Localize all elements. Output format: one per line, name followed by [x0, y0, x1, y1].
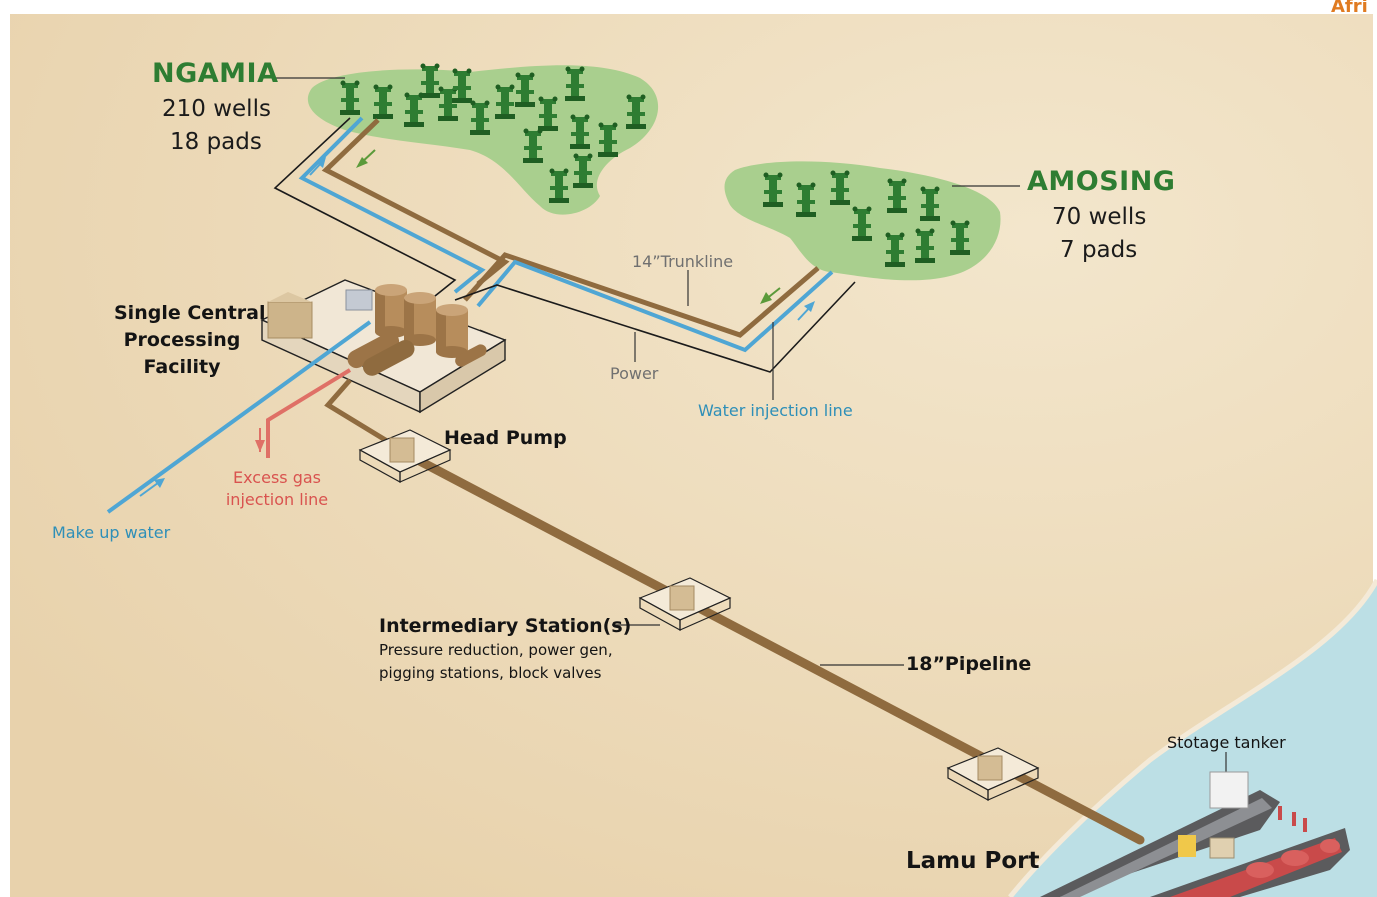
- excess-gas-line-2: injection line: [225, 490, 329, 510]
- excess-gas-label: Excess gas injection line: [224, 468, 330, 509]
- cpf-label: Single Central Processing Facility: [114, 302, 266, 378]
- corner-fragment-text: Afri: [1331, 0, 1368, 17]
- excess-gas-line-1: Excess gas: [233, 468, 321, 487]
- water-injection-label: Water injection line: [698, 401, 853, 420]
- amosing-wells-count: 70 wells: [1052, 204, 1147, 230]
- lamu-port-label: Lamu Port: [906, 848, 1040, 874]
- ngamia-field: [307, 65, 659, 215]
- shoreline: [1008, 578, 1377, 897]
- power-label: Power: [610, 364, 659, 383]
- amosing-pads-count: 7 pads: [1060, 237, 1138, 263]
- ngamia-wells-count: 210 wells: [162, 96, 271, 122]
- storage-tanker: [1040, 771, 1350, 897]
- head-pump-label: Head Pump: [444, 427, 567, 449]
- trunkline-label: 14”Trunkline: [632, 252, 734, 271]
- leader-lines: [272, 77, 1227, 776]
- cpf-to-pump-pipe: [324, 378, 412, 458]
- intermediary-description: Pressure reduction, power gen, pigging s…: [379, 641, 613, 682]
- intermediary-desc-line-1: Pressure reduction, power gen,: [379, 641, 613, 659]
- cpf-label-line-1: Single Central: [114, 302, 266, 324]
- background: [10, 14, 1373, 897]
- amosing-title: AMOSING: [1027, 166, 1176, 197]
- pipeline-label: 18”Pipeline: [906, 653, 1032, 675]
- trunkline-system: [454, 252, 856, 373]
- excess-gas-line: [266, 368, 352, 458]
- intermediary-desc-line-2: pigging stations, block valves: [379, 664, 602, 682]
- cpf-label-line-3: Facility: [143, 355, 221, 378]
- flow-arrows: [309, 149, 815, 321]
- make-up-water-label: Make up water: [52, 523, 171, 542]
- ngamia-pads-count: 18 pads: [170, 129, 262, 155]
- central-processing-facility: [260, 279, 507, 414]
- cpf-label-line-2: Processing: [123, 328, 241, 351]
- storage-tanker-label: Stotage tanker: [1167, 733, 1286, 752]
- make-up-water-line: [106, 320, 372, 514]
- intermediary-title: Intermediary Station(s): [379, 615, 632, 637]
- ngamia-title: NGAMIA: [152, 58, 279, 89]
